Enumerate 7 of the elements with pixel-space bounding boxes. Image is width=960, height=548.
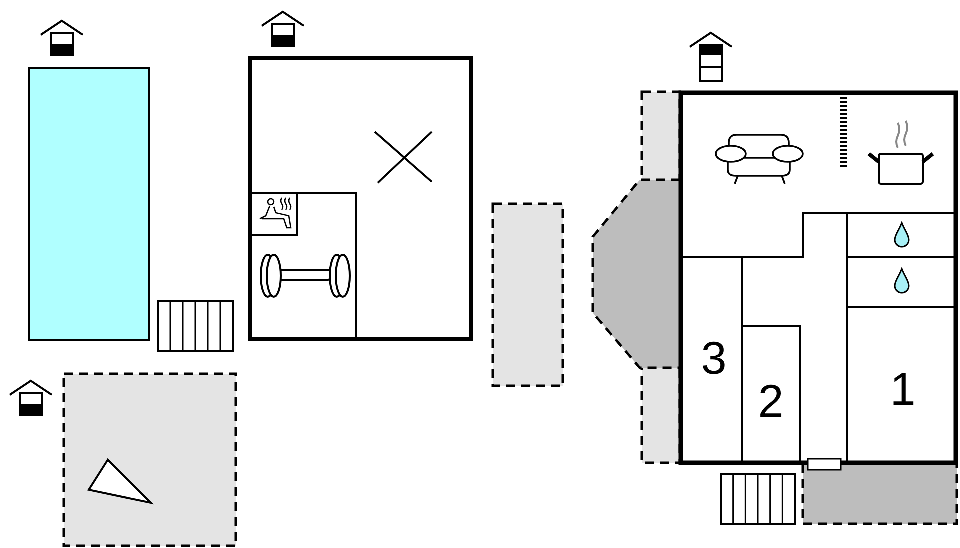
room-number: 2	[752, 378, 790, 424]
pool-area	[28, 67, 150, 341]
covered-terrace-area	[592, 178, 682, 370]
terrace-area	[492, 202, 564, 388]
room-number: 3	[695, 335, 733, 381]
room-number: 1	[884, 366, 922, 412]
terrace-area	[62, 372, 238, 548]
